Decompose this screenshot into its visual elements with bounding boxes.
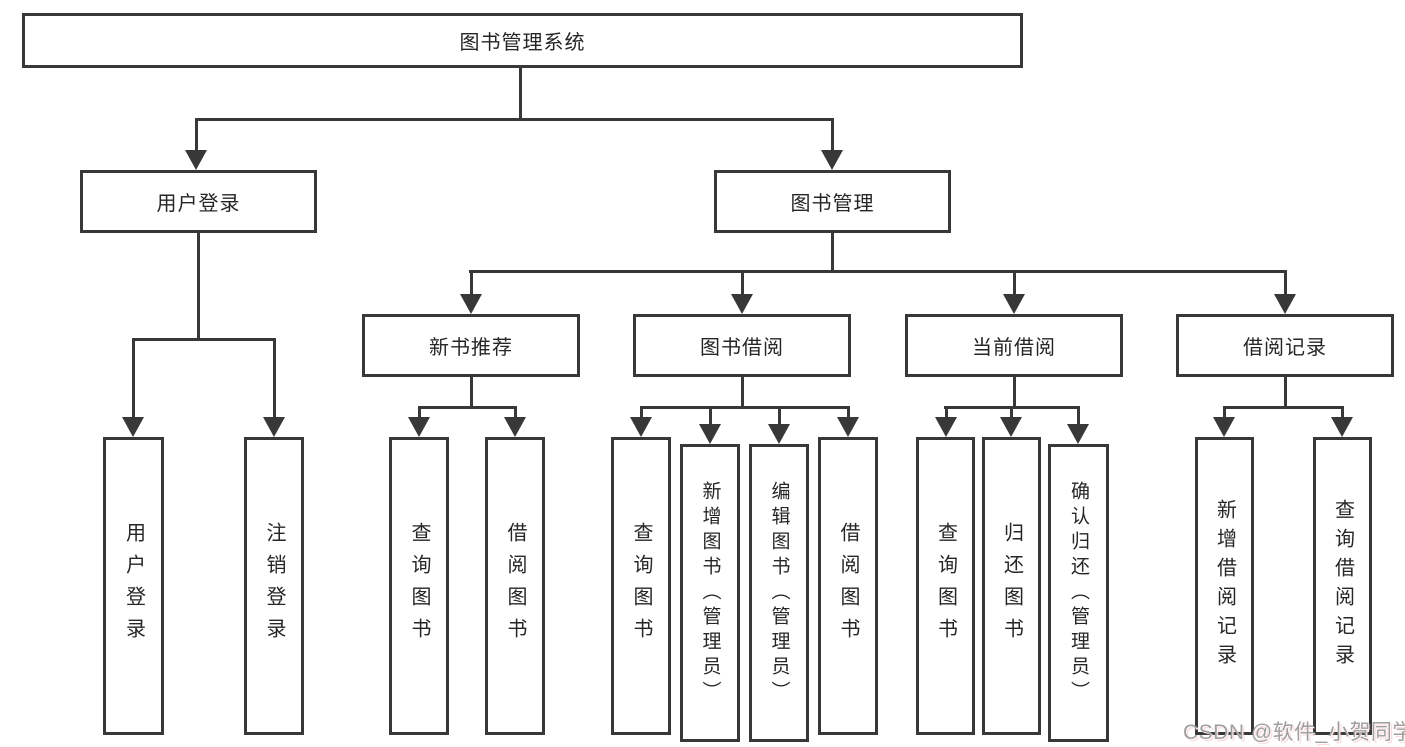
connector-level2-rail (195, 118, 834, 121)
arrow-down-icon (408, 417, 430, 437)
node-book-borrow: 图书借阅 (633, 314, 851, 377)
arrow-down-icon (1331, 417, 1353, 437)
leaf-label: 查询借阅记录 (1331, 499, 1354, 673)
arrow-down-icon (185, 150, 207, 170)
connector-root-stem (519, 68, 522, 120)
leaf-borrow-books: 借阅图书 (818, 437, 878, 735)
leaf-add-book-admin: 新增图书（管理员） (680, 444, 740, 742)
connector-drop (778, 406, 781, 426)
leaf-return-books: 归还图书 (982, 437, 1041, 735)
connector-rail (640, 406, 850, 409)
connector-level3-rail (469, 270, 1287, 273)
connector-drop-user-login (195, 118, 198, 152)
connector-rail (1223, 406, 1343, 409)
node-book-management: 图书管理 (714, 170, 951, 233)
node-label: 新书推荐 (429, 337, 513, 359)
connector-drop-leaf-logout (273, 338, 276, 419)
node-new-book-recommend: 新书推荐 (362, 314, 580, 377)
arrow-down-icon (460, 294, 482, 314)
leaf-query-books-borrow: 查询图书 (611, 437, 671, 735)
arrow-down-icon (122, 417, 144, 437)
leaf-confirm-return-admin: 确认归还（管理员） (1048, 444, 1109, 742)
connector-drop-book-management (831, 118, 834, 152)
connector-drop-new-book-recommend (470, 270, 473, 296)
node-current-borrow: 当前借阅 (905, 314, 1123, 377)
node-label: 图书借阅 (700, 337, 784, 359)
connector-drop-leaf-user-login (132, 338, 135, 419)
connector-drop (1223, 406, 1226, 419)
connector-stem (470, 377, 473, 409)
leaf-label: 编辑图书（管理员） (768, 480, 790, 706)
connector-stem (1284, 377, 1287, 409)
arrow-down-icon (1213, 417, 1235, 437)
leaf-label: 借阅图书 (504, 522, 526, 650)
connector-rail (418, 406, 517, 409)
leaf-label: 归还图书 (1000, 522, 1023, 650)
node-library-management-system: 图书管理系统 (22, 13, 1023, 68)
leaf-label: 确认归还（管理员） (1068, 480, 1089, 706)
leaf-label: 用户登录 (122, 522, 145, 650)
connector-drop-borrow-records (1284, 270, 1287, 296)
arrow-down-icon (630, 417, 652, 437)
arrow-down-icon (504, 417, 526, 437)
connector-stem (741, 377, 744, 409)
connector-user-login-rail (132, 338, 276, 341)
arrow-down-icon (1274, 294, 1296, 314)
connector-drop (847, 406, 850, 419)
node-borrow-records: 借阅记录 (1176, 314, 1394, 377)
leaf-query-borrow-record: 查询借阅记录 (1313, 437, 1372, 735)
connector-drop (709, 406, 712, 426)
node-user-login: 用户登录 (80, 170, 317, 233)
leaf-borrow-books-recommend: 借阅图书 (485, 437, 545, 735)
node-label: 当前借阅 (972, 337, 1056, 359)
leaf-label: 新增图书（管理员） (699, 480, 721, 706)
connector-book-management-stem (831, 232, 834, 273)
leaf-logout: 注销登录 (244, 437, 304, 735)
connector-drop (514, 406, 517, 419)
arrow-down-icon (1003, 294, 1025, 314)
leaf-query-books-recommend: 查询图书 (389, 437, 449, 735)
arrow-down-icon (837, 417, 859, 437)
leaf-user-login: 用户登录 (103, 437, 164, 735)
connector-stem (1013, 377, 1016, 409)
node-label: 图书管理 (790, 193, 875, 215)
connector-drop (418, 406, 421, 419)
connector-drop (1010, 406, 1013, 419)
connector-drop-book-borrow (741, 270, 744, 296)
arrow-down-icon (935, 417, 957, 437)
connector-drop (945, 406, 948, 419)
connector-user-login-stem (197, 232, 200, 341)
arrow-down-icon (1067, 424, 1089, 444)
node-label: 借阅记录 (1243, 337, 1327, 359)
connector-drop (640, 406, 643, 419)
arrow-down-icon (731, 294, 753, 314)
arrow-down-icon (699, 424, 721, 444)
leaf-label: 查询图书 (408, 522, 430, 650)
leaf-label: 新增借阅记录 (1213, 499, 1236, 673)
arrow-down-icon (768, 424, 790, 444)
connector-drop (1341, 406, 1344, 419)
arrow-down-icon (263, 417, 285, 437)
leaf-add-borrow-record: 新增借阅记录 (1195, 437, 1254, 735)
node-label: 用户登录 (156, 193, 241, 215)
leaf-query-books-current: 查询图书 (916, 437, 975, 735)
leaf-label: 查询图书 (630, 522, 652, 650)
arrow-down-icon (1000, 417, 1022, 437)
leaf-edit-book-admin: 编辑图书（管理员） (749, 444, 809, 742)
connector-drop-current-borrow (1013, 270, 1016, 296)
node-label: 图书管理系统 (459, 32, 586, 54)
connector-drop (1077, 406, 1080, 426)
arrow-down-icon (821, 150, 843, 170)
watermark: CSDN @软件_小贺同学 (1183, 721, 1405, 744)
leaf-label: 注销登录 (263, 522, 285, 650)
leaf-label: 借阅图书 (837, 522, 859, 650)
leaf-label: 查询图书 (934, 522, 957, 650)
